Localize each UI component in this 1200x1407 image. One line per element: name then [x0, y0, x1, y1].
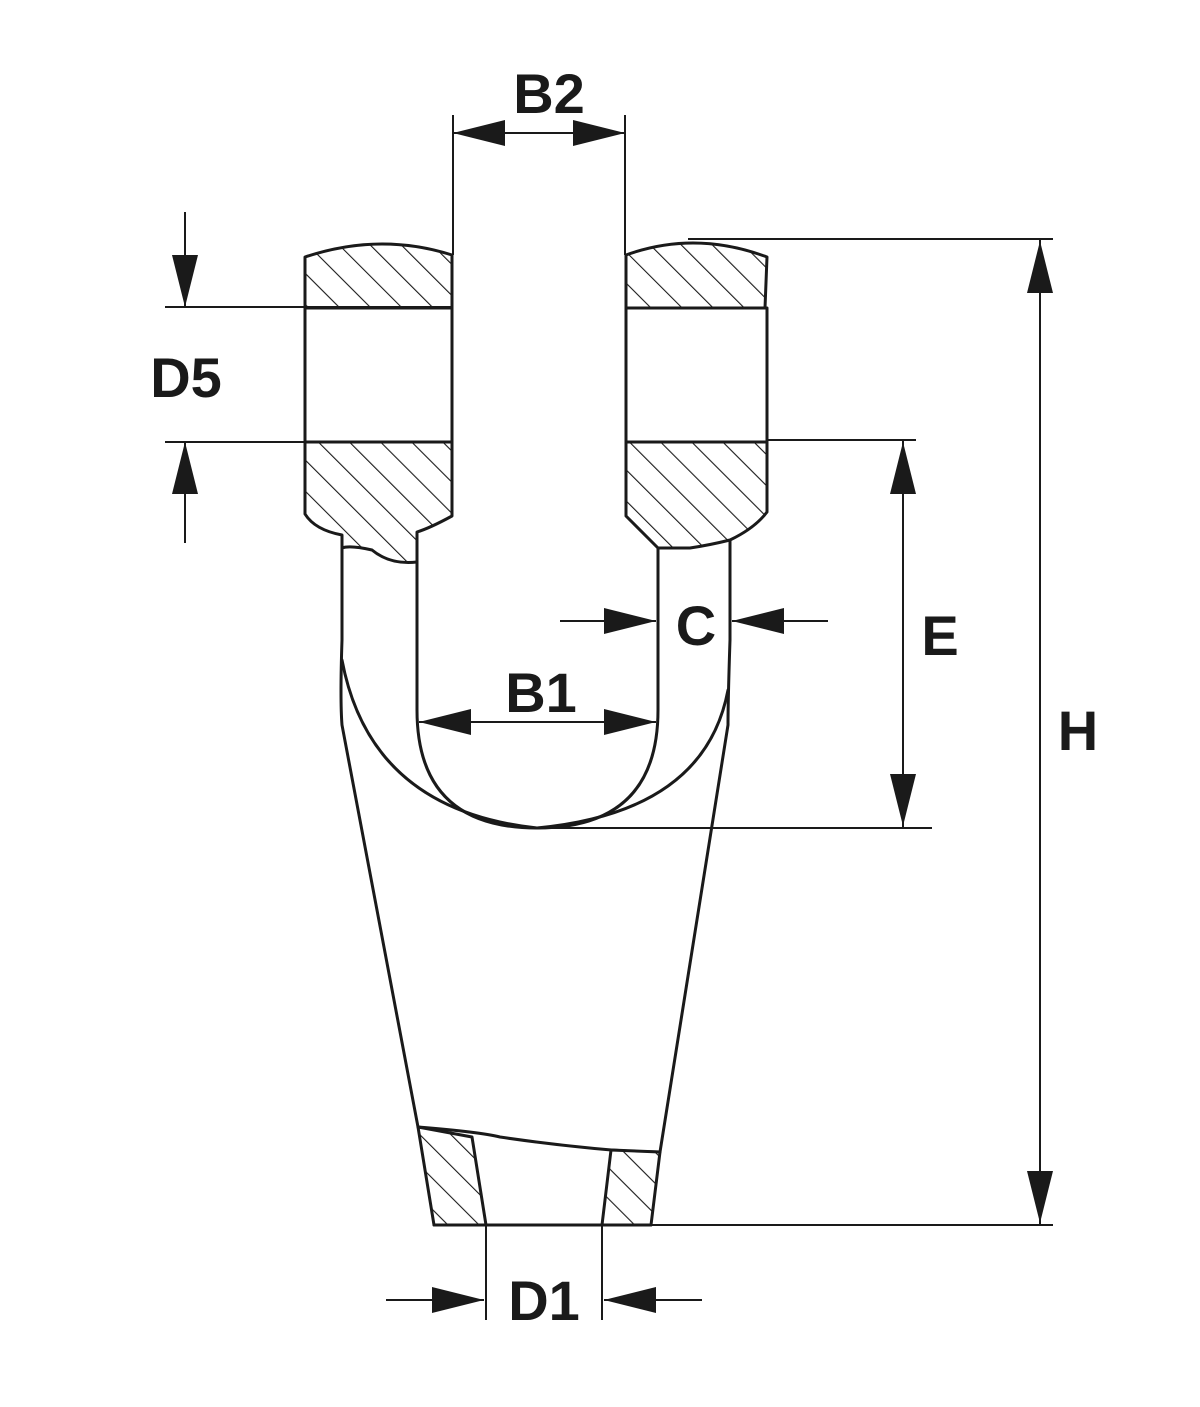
left-lug-bottom-section: [303, 440, 454, 564]
b2-dimension: B2: [452, 62, 626, 255]
e-arrow-top: [890, 442, 916, 494]
d1-dimension: D1: [386, 1225, 702, 1332]
left-taper-wall: [339, 546, 420, 1129]
d5-arrow-bottom: [172, 442, 198, 494]
c-label: C: [676, 594, 716, 657]
b1-label: B1: [505, 661, 577, 724]
e-arrow-bottom: [890, 774, 916, 826]
right-base-section: [600, 1148, 662, 1227]
c-arrow-right: [732, 608, 784, 634]
right-lug-bottom-section: [624, 440, 769, 550]
h-arrow-bottom: [1027, 1171, 1053, 1223]
e-dimension: E: [540, 439, 959, 829]
e-label: E: [921, 604, 958, 667]
b1-dimension: B1: [419, 661, 656, 735]
left-lug-top-section: [303, 242, 454, 310]
right-lug: [624, 241, 769, 550]
b2-arrow-left: [453, 120, 505, 146]
c-dimension: C: [560, 594, 828, 657]
d1-label: D1: [508, 1269, 580, 1332]
h-dimension: H: [651, 238, 1098, 1226]
d1-arrow-right: [604, 1287, 656, 1313]
b1-arrow-right: [604, 709, 656, 735]
left-lug: [303, 242, 454, 564]
right-lug-bore: [624, 306, 769, 444]
b1-arrow-left: [419, 709, 471, 735]
d5-dimension: D5: [150, 212, 452, 543]
h-label: H: [1058, 699, 1098, 762]
d1-arrow-left: [432, 1287, 484, 1313]
socket-body: [339, 526, 732, 1154]
outer-bowl-curve: [340, 658, 730, 830]
left-lug-bore: [303, 306, 454, 444]
b2-label: B2: [513, 62, 585, 125]
h-arrow-top: [1027, 241, 1053, 293]
d5-label: D5: [150, 346, 222, 409]
left-base-section: [416, 1125, 488, 1227]
d5-arrow-top: [172, 255, 198, 307]
c-arrow-left: [604, 608, 656, 634]
b2-arrow-right: [573, 120, 625, 146]
right-lug-top-section: [624, 241, 769, 310]
